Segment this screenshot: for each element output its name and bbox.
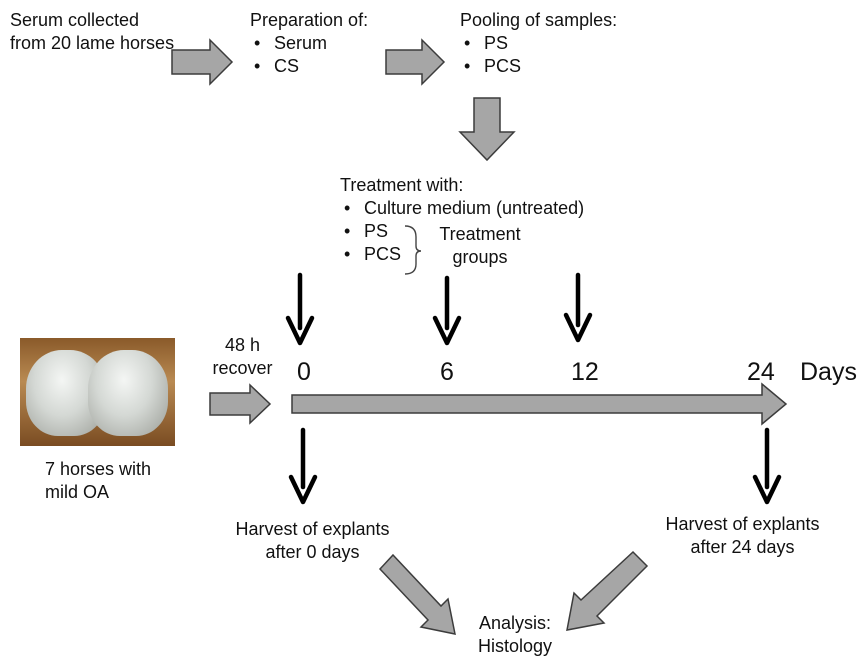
preparation-list: Serum CS — [250, 32, 368, 78]
preparation-item: Serum — [250, 32, 368, 55]
timeline-tick-24: 24 — [747, 358, 775, 386]
block-arrow-shape — [171, 38, 234, 86]
flow-arrow-harvest24-to-analysis — [566, 550, 649, 631]
block-arrow-shape — [209, 383, 272, 425]
treatment-item: Culture medium (untreated) — [340, 197, 584, 220]
flow-arrow-pooling-to-treatment — [458, 97, 516, 162]
preparation-item: CS — [250, 55, 368, 78]
harvest-arrow-day0 — [288, 427, 318, 505]
block-arrow-shape — [378, 553, 456, 635]
treatment-arrow-day0 — [285, 272, 315, 346]
timeline-tick-0: 0 — [297, 358, 311, 386]
flow-arrow-explant-to-timeline — [209, 383, 272, 425]
serum-source-text: Serum collected from 20 lame horses — [10, 10, 175, 53]
block-arrow-shape — [385, 38, 446, 86]
treatment-title: Treatment with: — [340, 175, 464, 195]
arrow-head — [432, 315, 462, 346]
flow-arrow-preparation-to-pooling — [385, 38, 446, 86]
preparation-block: Preparation of: Serum CS — [250, 9, 368, 78]
treatment-item: PCS — [340, 243, 584, 266]
treatment-arrow-day12 — [563, 272, 593, 343]
timeline-tick-6: 6 — [440, 358, 454, 386]
treatment-item: PS — [340, 220, 584, 243]
arrow-head — [563, 312, 593, 343]
treatment-group-label: Treatment groups — [439, 224, 521, 267]
pooling-title: Pooling of samples: — [460, 10, 618, 30]
block-arrow-shape — [458, 97, 516, 162]
treatment-block: Treatment with: Culture medium (untreate… — [340, 174, 584, 266]
timeline-tick-12: 12 — [571, 358, 599, 386]
flow-arrow-source-to-preparation — [171, 38, 234, 86]
preparation-title: Preparation of: — [250, 10, 369, 30]
treatment-arrow-day6 — [432, 275, 462, 346]
pooling-item: PCS — [460, 55, 617, 78]
treatment-list: Culture medium (untreated) PS PCS — [340, 197, 584, 266]
recover-label: 48 h recover — [212, 335, 273, 378]
block-arrow-shape — [291, 382, 788, 426]
pooling-list: PS PCS — [460, 32, 617, 78]
analysis-label: Analysis: Histology — [477, 613, 553, 656]
harvest-day0-label: Harvest of explants after 0 days — [235, 519, 390, 562]
cartilage-explant-photo — [20, 338, 175, 446]
arrow-head — [288, 474, 318, 505]
pooling-block: Pooling of samples: PS PCS — [460, 9, 617, 78]
explant-caption: 7 horses with mild OA — [45, 459, 152, 502]
treatment-group-bracket — [404, 225, 422, 275]
pooling-item: PS — [460, 32, 617, 55]
harvest-arrow-day24 — [752, 427, 782, 505]
harvest-day24-label: Harvest of explants after 24 days — [665, 514, 820, 557]
timeline-unit: Days — [800, 358, 857, 386]
flow-arrow-harvest0-to-analysis — [378, 553, 456, 635]
block-arrow-shape — [566, 550, 649, 631]
explant-lobe-right — [88, 350, 168, 436]
arrow-head — [752, 474, 782, 505]
timeline-arrow — [291, 382, 788, 426]
arrow-head — [285, 315, 315, 346]
